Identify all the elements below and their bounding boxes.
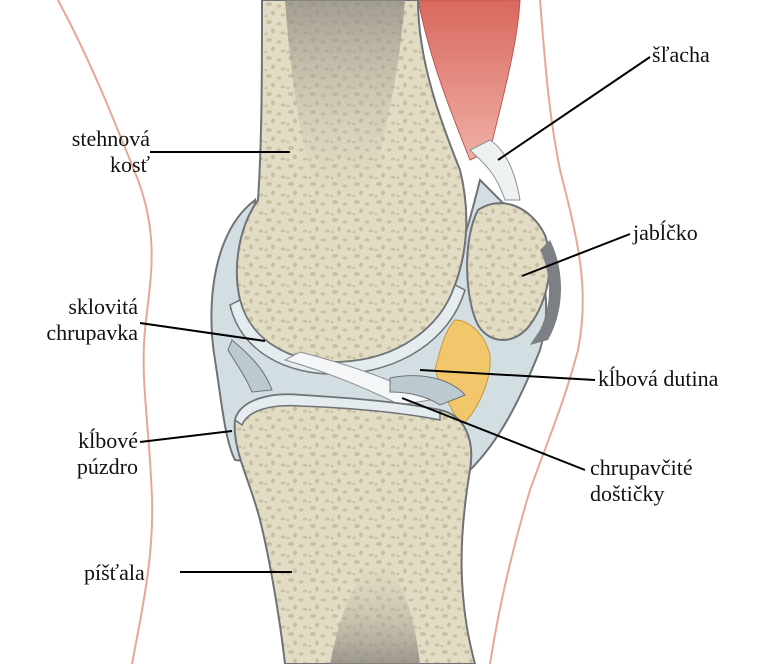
label-klbove-puzdro: kĺbové púzdro — [20, 428, 138, 480]
label-jablcko: jabĺčko — [633, 220, 698, 246]
label-sklovita-chrupavka-line2: chrupavka — [8, 320, 138, 346]
label-sklovita-chrupavka-line1: sklovitá — [8, 294, 138, 320]
label-stehnova-kost-line2: kosť — [26, 152, 150, 178]
leader-klbove-puzdro — [140, 431, 232, 442]
label-chrupavcite-desticky-line1: chrupavčité — [590, 455, 693, 481]
label-klbova-dutina: kĺbová dutina — [598, 366, 718, 392]
label-klbove-puzdro-line1: kĺbové — [20, 428, 138, 454]
label-chrupavcite-desticky-line2: doštičky — [590, 481, 693, 507]
label-klbova-dutina-line1: kĺbová dutina — [598, 366, 718, 392]
label-chrupavcite-desticky: chrupavčité doštičky — [590, 455, 693, 507]
label-slacha-line1: šľacha — [652, 42, 710, 68]
leader-slacha — [498, 57, 650, 160]
label-klbove-puzdro-line2: púzdro — [20, 454, 138, 480]
label-stehnova-kost: stehnová kosť — [26, 126, 150, 178]
label-pistala: píšťala — [84, 560, 145, 586]
label-stehnova-kost-line1: stehnová — [26, 126, 150, 152]
label-sklovita-chrupavka: sklovitá chrupavka — [8, 294, 138, 346]
label-slacha: šľacha — [652, 42, 710, 68]
label-pistala-line1: píšťala — [84, 560, 145, 586]
label-jablcko-line1: jabĺčko — [633, 220, 698, 246]
